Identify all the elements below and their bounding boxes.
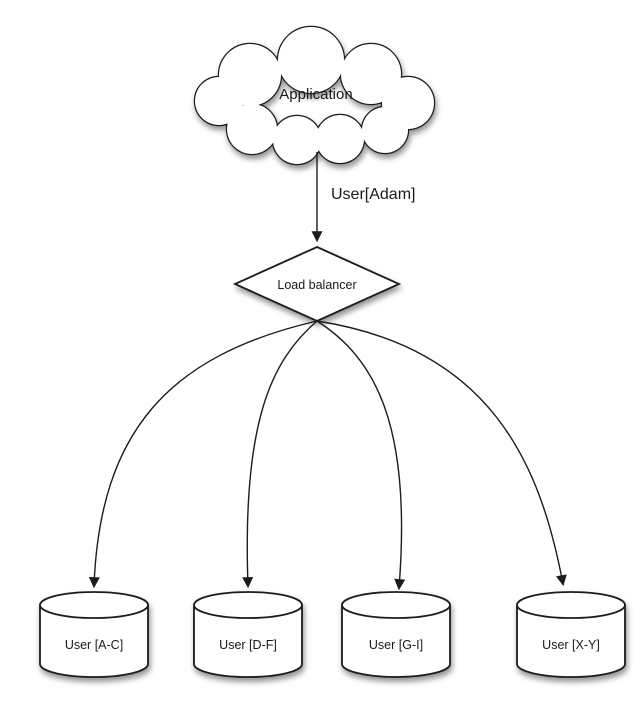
shard-label-df: User [D-F] <box>219 638 277 652</box>
shard-node-gi: User [G-I] <box>341 591 451 678</box>
shard-label-ac: User [A-C] <box>65 638 123 652</box>
request-edge-label: User[Adam] <box>331 186 415 203</box>
shard-node-ac: User [A-C] <box>39 591 149 678</box>
database-cylinder-icon <box>39 591 149 678</box>
database-cylinder-icon <box>516 591 626 678</box>
shard-node-xy: User [X-Y] <box>516 591 626 678</box>
database-cylinder-icon <box>193 591 303 678</box>
edge-load-balancer-to-shard-gi <box>316 320 406 591</box>
database-cylinder-icon <box>341 591 451 678</box>
edge-load-balancer-to-shard-df <box>242 320 318 589</box>
shard-label-gi: User [G-I] <box>369 638 423 652</box>
application-cloud-node: Application <box>193 25 436 166</box>
load-balancer-label: Load balancer <box>277 278 356 292</box>
application-label: Application <box>279 86 352 103</box>
edge-load-balancer-to-shard-xy <box>316 320 567 587</box>
shard-label-xy: User [X-Y] <box>542 638 600 652</box>
load-balancer-node: Load balancer <box>232 246 402 322</box>
shard-node-df: User [D-F] <box>193 591 303 678</box>
edge-load-balancer-to-shard-ac <box>88 320 318 589</box>
